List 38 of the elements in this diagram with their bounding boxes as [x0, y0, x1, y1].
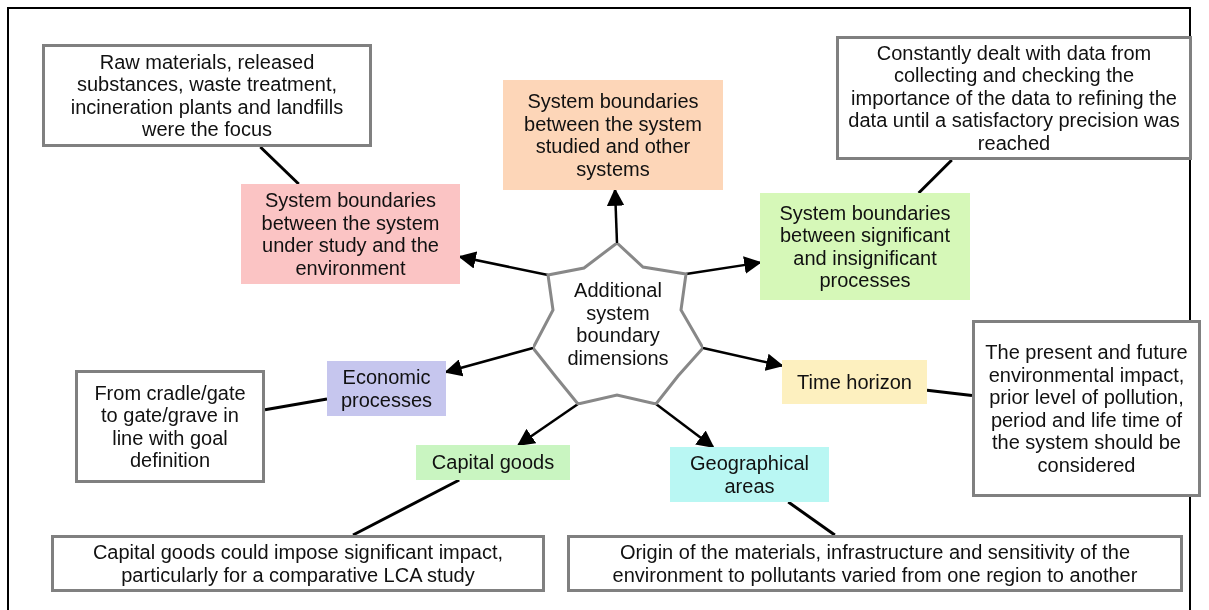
connector-line [926, 388, 973, 397]
box-text: Raw materials, released substances, waste treatment, incineration plants and landfills were the focus [69, 50, 345, 141]
connector-line [917, 158, 953, 195]
box-text: Capital goods could impose significant impact, particularly for a comparative LCA study [91, 541, 505, 586]
box-text: Constantly dealt with data from collecting and checking the importance of the data to refining the data until a satisfactory precision was reached [847, 41, 1181, 155]
box-text: From cradle/gate to gate/grave in line with goal definition [93, 381, 247, 472]
arrow [655, 403, 715, 449]
arrow [685, 256, 762, 276]
note-box [75, 370, 265, 483]
dimension-box [416, 445, 570, 480]
box-text: Additional system boundary dimensions [566, 279, 670, 369]
box-text: Origin of the materials, infrastructure and sensitivity of the environment to pollutants varied from one region to another [611, 541, 1139, 586]
dimension-box [241, 184, 460, 284]
box-text: Economic processes [339, 366, 434, 411]
box-text: System boundaries between the system under study and the environment [260, 189, 441, 279]
arrow [606, 188, 625, 244]
connector-line [787, 500, 836, 537]
box-text: System boundaries between significant and insignificant processes [778, 201, 952, 292]
connector-line [264, 397, 328, 412]
box-text: Geographical areas [689, 452, 810, 497]
box-text: System boundaries between the system studied and other systems [523, 90, 703, 180]
dimension-box [760, 193, 970, 300]
dimension-box [503, 80, 723, 190]
box-text: The present and future environmental impact, prior level of pollution, period and life time of the system should be considered [984, 341, 1189, 476]
arrow [702, 346, 784, 371]
dimension-box [670, 447, 829, 502]
note-box [42, 44, 372, 147]
note-box [567, 535, 1183, 592]
box-text: Time horizon [797, 370, 912, 394]
box-text: Capital goods [431, 451, 555, 474]
star-shape [533, 243, 703, 405]
connector-line [352, 478, 460, 537]
connector-line [259, 145, 300, 186]
dimension-box [782, 360, 927, 404]
arrow [517, 402, 579, 447]
note-box [51, 535, 545, 592]
dimension-box [327, 361, 446, 416]
note-box [972, 320, 1201, 497]
